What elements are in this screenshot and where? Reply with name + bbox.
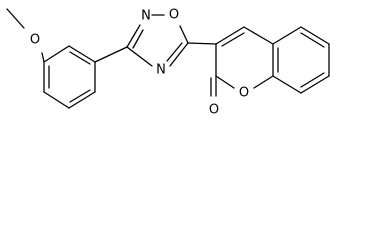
bond-benzo-4 xyxy=(300,75,330,94)
atom-label-oxadiazole-n4: N xyxy=(156,63,166,78)
atom-label-lactone-oxygen: O xyxy=(239,86,249,101)
bond-phenyl-2-inner xyxy=(69,51,91,65)
bond-oxadiazole-c3-n2-inner xyxy=(132,29,144,49)
bond-benzo-2 xyxy=(300,26,330,45)
bond-benzo-1 xyxy=(272,26,302,45)
bond-phenyl-2 xyxy=(68,45,96,63)
bond-coumarin-c4-c4a xyxy=(243,26,274,45)
bond-benzo-4-inner xyxy=(300,72,325,88)
bond-oxadiazole-coumarin xyxy=(187,42,217,45)
chemical-structure-drawing: O N O N O O xyxy=(6,8,330,118)
bond-phenyl-4 xyxy=(68,91,96,109)
bond-oxadiazole-n4-c3 xyxy=(126,46,153,67)
bond-oxadiazole-o1-c5 xyxy=(179,25,189,44)
bond-coumarin-c8a-o1 xyxy=(253,75,274,89)
bond-coumarin-c3-c4-inner xyxy=(221,32,245,47)
bond-methoxy-o-ring xyxy=(41,52,45,63)
bond-methyl-methoxy-o xyxy=(6,8,25,29)
atom-label-carbonyl-oxygen: O xyxy=(209,103,219,118)
atom-label-methoxy-oxygen: O xyxy=(30,33,40,48)
bond-phenyl-5 xyxy=(43,91,70,109)
bond-phenyl-4-inner xyxy=(69,89,91,103)
bond-oxadiazole-c5-n4-inner xyxy=(166,42,183,62)
atom-label-oxadiazole-n2: N xyxy=(141,9,151,24)
bond-benzo-5 xyxy=(272,75,302,94)
bond-phenyl-1 xyxy=(43,45,70,63)
bond-coumarin-o1-c2 xyxy=(215,75,235,89)
bond-benzo-2-inner xyxy=(300,32,325,48)
atom-label-oxadiazole-o1: O xyxy=(169,8,179,23)
bond-oxadiazole-c5-n4 xyxy=(169,42,189,67)
bond-phenyl-oxadiazole xyxy=(94,46,128,63)
bond-oxadiazole-c3-n2 xyxy=(126,24,141,48)
bond-coumarin-c3-c4 xyxy=(215,26,245,45)
